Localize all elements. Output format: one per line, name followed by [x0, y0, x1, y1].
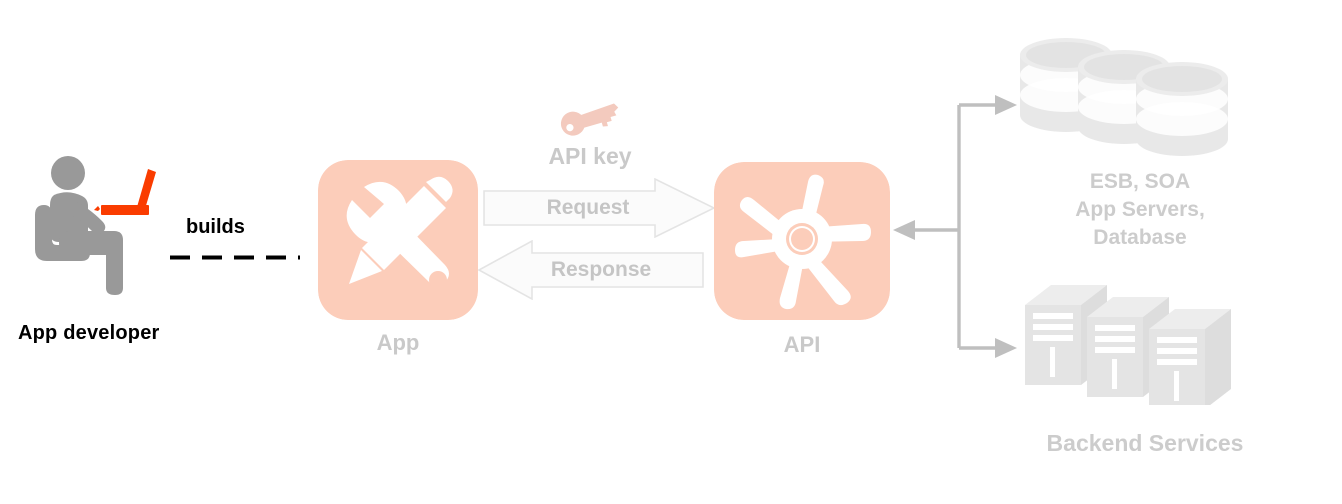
- arrowhead-to-api: [893, 220, 915, 240]
- backend-services-label: Backend Services: [1046, 430, 1244, 456]
- arrowhead-to-servers: [995, 338, 1017, 358]
- app-developer-label: App developer: [18, 322, 160, 344]
- backend-connector-lines: [885, 90, 1020, 365]
- request-label: Request: [546, 196, 630, 219]
- app-node-label: App: [376, 330, 420, 355]
- response-label: Response: [550, 258, 652, 281]
- api-tile-background: [714, 162, 890, 320]
- database-label-line-2: App Servers,: [1075, 198, 1205, 221]
- response-arrow-icon: [477, 239, 704, 301]
- key-icon: [558, 100, 620, 136]
- database-label-line-3: Database: [1093, 226, 1187, 249]
- database-label: ESB, SOA App Servers, Database: [1015, 168, 1265, 252]
- app-tile-background: [318, 160, 478, 320]
- database-stack-icon: [1020, 35, 1260, 160]
- request-arrow-icon: [483, 177, 716, 239]
- api-node-label: API: [783, 332, 821, 357]
- database-label-line-1: ESB, SOA: [1089, 170, 1191, 193]
- api-key-label: API key: [548, 143, 632, 169]
- app-developer-icon: [30, 155, 180, 300]
- api-starburst-icon: [735, 174, 871, 310]
- app-node-tile[interactable]: [318, 160, 478, 320]
- builds-label: builds: [186, 216, 245, 238]
- api-node-tile[interactable]: [714, 162, 890, 320]
- wrench-and-pencil-icon: [346, 176, 453, 289]
- server-rack-icon: [1025, 283, 1260, 409]
- arrowhead-to-database: [995, 95, 1017, 115]
- builds-dashed-line: [170, 247, 300, 260]
